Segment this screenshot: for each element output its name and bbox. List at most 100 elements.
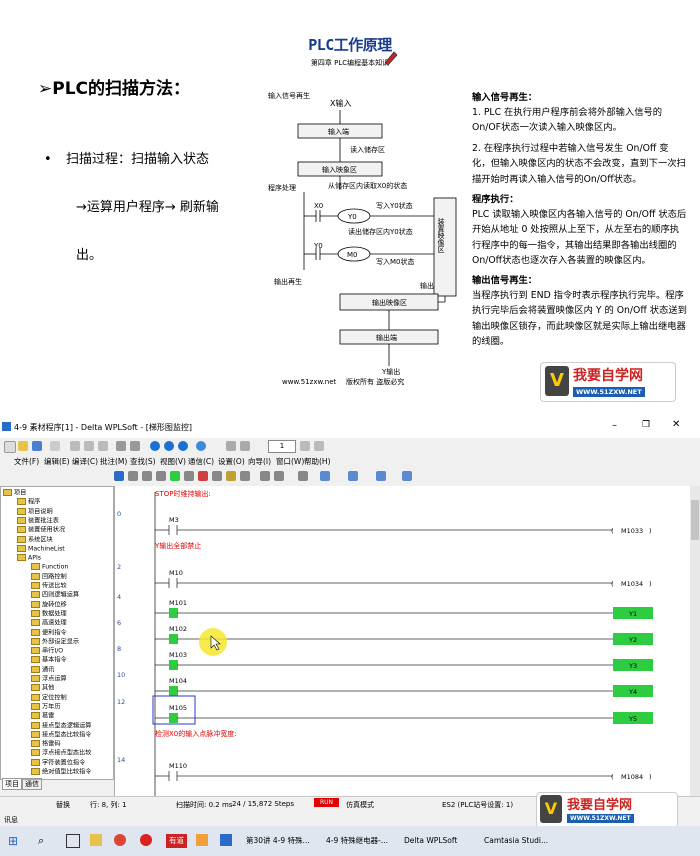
chrome-icon[interactable]: [114, 834, 126, 846]
tree-item[interactable]: MachineList: [17, 544, 65, 553]
menu-help[interactable]: 帮助(H): [304, 457, 331, 466]
tree-item[interactable]: 装置使用状况: [17, 526, 65, 534]
menu-view[interactable]: 视图(V): [160, 457, 186, 466]
tree-item[interactable]: 字符装置位指令: [31, 758, 85, 767]
folder-icon: [31, 702, 40, 710]
tree-item[interactable]: 其他: [31, 684, 54, 692]
app-g-icon[interactable]: [140, 834, 152, 846]
copy-icon[interactable]: [84, 441, 94, 451]
tree-item[interactable]: 格雷码: [31, 740, 61, 748]
open-folder-icon[interactable]: [18, 441, 28, 451]
tree-item[interactable]: 串行I/O: [31, 647, 63, 655]
coil-icon[interactable]: [156, 471, 166, 481]
tree-item[interactable]: 万年历: [31, 702, 61, 711]
tree-item[interactable]: 绝对值型比较指令: [31, 768, 92, 776]
tree-item[interactable]: APIs: [17, 554, 41, 562]
task-view-icon[interactable]: [66, 834, 80, 848]
minimize-button[interactable]: –: [612, 420, 617, 431]
nav-forward-icon[interactable]: [314, 441, 324, 451]
tree-item[interactable]: 基本指令: [31, 656, 67, 664]
tree-item[interactable]: 回路控制: [31, 572, 67, 581]
select-tool-icon[interactable]: [114, 471, 124, 481]
contact-no-icon[interactable]: [128, 471, 138, 481]
delete-line-icon[interactable]: [240, 471, 250, 481]
tab-project[interactable]: 项目: [2, 778, 22, 790]
tree-item[interactable]: 葛雷: [31, 712, 54, 720]
tree-item[interactable]: 便利指令: [31, 628, 67, 637]
new-file-icon[interactable]: [4, 441, 16, 453]
tree-item[interactable]: 数据处理: [31, 609, 67, 618]
tree-item[interactable]: 通讯: [31, 665, 54, 674]
tree-item[interactable]: 系统区块: [17, 535, 53, 544]
menu-window[interactable]: 窗口(W): [276, 457, 305, 466]
tree-item[interactable]: 装置批注表: [17, 516, 59, 525]
nav-back-icon[interactable]: [300, 441, 310, 451]
paste-icon[interactable]: [98, 441, 108, 451]
search-icon[interactable]: ⌕: [38, 834, 45, 847]
app-orange-icon[interactable]: [196, 834, 208, 846]
tree-item[interactable]: 传送比较: [31, 582, 67, 590]
tree-item[interactable]: 项目说明: [17, 507, 53, 516]
menu-communication[interactable]: 通信(C): [188, 457, 215, 466]
tree-item[interactable]: Function: [31, 563, 68, 571]
comment-icon[interactable]: [298, 471, 308, 481]
menu-comment[interactable]: 批注(M): [100, 457, 128, 466]
tree-item[interactable]: 接点型态逻辑运算: [31, 721, 92, 730]
vertical-scrollbar[interactable]: [690, 486, 700, 796]
zoom-in-icon[interactable]: [150, 441, 160, 451]
ladder-diagram[interactable]: STOP时维持输出:Y输出全部禁止检测X0的输入点脉冲宽度:0M3(M1033)…: [114, 486, 691, 796]
tree-item[interactable]: 四则逻辑运算: [31, 591, 79, 599]
horizontal-line-icon[interactable]: [184, 471, 194, 481]
tree-item[interactable]: 接点型态比较指令: [31, 730, 92, 739]
ladder-mode-icon[interactable]: [226, 441, 236, 451]
download-icon[interactable]: [376, 471, 386, 481]
app-blue-icon[interactable]: [220, 834, 232, 846]
file-explorer-icon[interactable]: [90, 834, 102, 846]
rise-edge-icon[interactable]: [260, 471, 270, 481]
online-edit-icon[interactable]: [320, 471, 330, 481]
tree-item[interactable]: 定位控制: [31, 693, 67, 702]
task-youdao[interactable]: 有道: [166, 834, 187, 848]
instruction-mode-icon[interactable]: [240, 441, 250, 451]
tab-communication[interactable]: 通信: [22, 778, 42, 790]
tree-item[interactable]: 浮点接点型态比较: [31, 749, 92, 757]
fall-edge-icon[interactable]: [274, 471, 284, 481]
tree-item[interactable]: 浮点运算: [31, 675, 67, 683]
tree-item[interactable]: 程序: [17, 498, 40, 506]
menu-compile[interactable]: 编译(C): [72, 457, 99, 466]
transfer-icon[interactable]: [348, 471, 358, 481]
upload-icon[interactable]: [402, 471, 412, 481]
task-plc-file[interactable]: 4-9 特殊继电器-...: [326, 836, 388, 845]
menu-edit[interactable]: 编辑(E): [44, 457, 70, 466]
menu-search[interactable]: 查找(S): [130, 457, 156, 466]
help-icon[interactable]: [196, 441, 206, 451]
maximize-button[interactable]: ❐: [642, 420, 651, 430]
stop-icon[interactable]: [198, 471, 208, 481]
zoom-out-icon[interactable]: [164, 441, 174, 451]
save-icon[interactable]: [32, 441, 42, 451]
menu-wizard[interactable]: 向导(I): [248, 457, 272, 466]
tree-item[interactable]: 项目: [3, 489, 26, 497]
menu-file[interactable]: 文件(F): [14, 457, 40, 466]
contact-nc-icon[interactable]: [142, 471, 152, 481]
vertical-line-icon[interactable]: [212, 471, 222, 481]
tree-item[interactable]: 高速处理: [31, 619, 67, 627]
close-button[interactable]: ✕: [672, 419, 681, 430]
monitor-start-icon[interactable]: [170, 471, 180, 481]
windows-start-icon[interactable]: ⊞: [8, 834, 19, 848]
tree-item[interactable]: 外部设定显示: [31, 637, 79, 646]
tree-item[interactable]: 旋转位移: [31, 600, 67, 609]
print-icon[interactable]: [50, 441, 60, 451]
zoom-input[interactable]: 1: [268, 440, 296, 453]
redo-icon[interactable]: [130, 441, 140, 451]
task-ppt[interactable]: 第30讲 4-9 特殊...: [246, 836, 310, 845]
task-camtasia[interactable]: Camtasia Studi...: [484, 836, 549, 845]
scroll-thumb[interactable]: [691, 500, 699, 540]
cut-icon[interactable]: [70, 441, 80, 451]
menu-settings[interactable]: 设置(O): [218, 457, 245, 466]
function-icon[interactable]: [226, 471, 236, 481]
task-wplsoft[interactable]: Delta WPLSoft: [404, 836, 458, 845]
status-run-badge: RUN: [314, 798, 340, 807]
search-icon[interactable]: [178, 441, 188, 451]
undo-icon[interactable]: [116, 441, 126, 451]
